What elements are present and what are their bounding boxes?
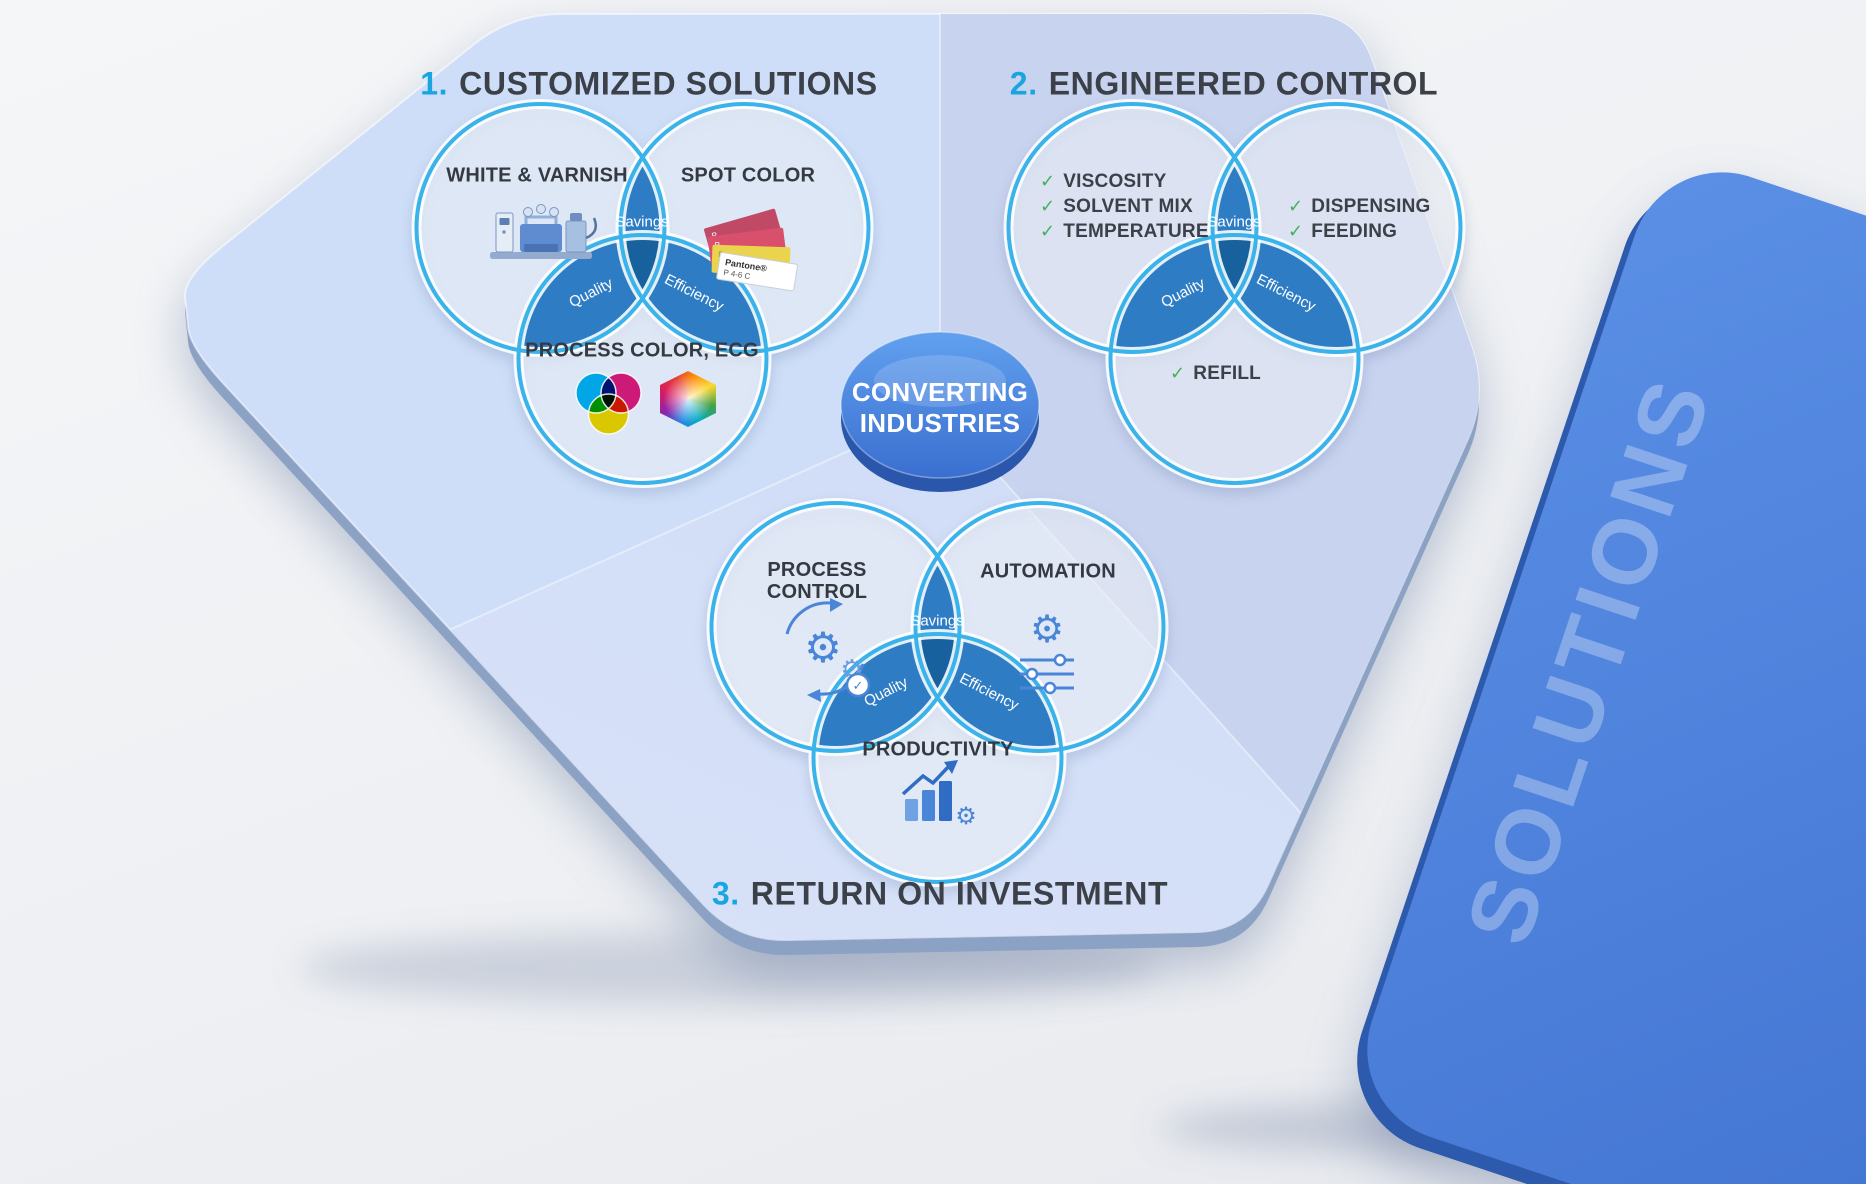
circle-title-automation: AUTOMATION <box>980 560 1116 583</box>
pantone-caption-code: P 4-6 C <box>723 268 751 281</box>
gear-icon: ⚙ <box>1030 607 1064 651</box>
check-item-label: VISCOSITY <box>1063 171 1167 192</box>
section-label: ENGINEERED CONTROL <box>1048 65 1439 102</box>
check-item-label: FEEDING <box>1311 221 1398 242</box>
check-item: ✓ REFILL <box>1170 361 1261 386</box>
section-number: 2. <box>1009 65 1038 102</box>
process-control-gears-icon: ⚙ ⚙ ✓ <box>785 598 871 702</box>
pantone-swatches-icon: P P P Pantone® P 4-6 C <box>704 208 798 292</box>
check-icon: ✓ <box>1040 221 1056 242</box>
cmy-circles-icon <box>575 372 642 435</box>
solutions-board <box>1357 172 1866 1184</box>
check-icon: ✓ <box>1288 221 1304 242</box>
check-item: ✓ VISCOSITY <box>1040 169 1209 194</box>
swatch-letter: P <box>711 230 719 240</box>
refill-checklist: ✓ REFILL <box>1170 361 1261 386</box>
check-item-label: DISPENSING <box>1311 196 1431 217</box>
section-title-customized-solutions: 1. CUSTOMIZED SOLUTIONS <box>420 66 877 103</box>
circle-title-process-control: PROCESS CONTROL <box>766 559 868 603</box>
lens-efficiency <box>1212 235 1359 352</box>
check-item-label: SOLVENT MIX <box>1063 196 1193 217</box>
check-item: ✓ DISPENSING <box>1288 194 1431 219</box>
lens-efficiency <box>915 634 1062 751</box>
circle-title-productivity: PRODUCTIVITY <box>862 738 1014 761</box>
color-hexagon-icon <box>660 371 716 427</box>
circle-title-white-varnish: WHITE & VARNISH <box>446 164 628 187</box>
circle-title-process-color-ecg: PROCESS COLOR, ECG <box>525 339 759 362</box>
check-icon: ✓ <box>1040 171 1056 192</box>
badge-line-2: INDUSTRIES <box>859 408 1021 438</box>
badge-gloss <box>874 355 1006 407</box>
gear-icon: ⚙ <box>804 623 842 672</box>
section-title-engineered-control: 2. ENGINEERED CONTROL <box>1010 66 1438 103</box>
badge-line-1: CONVERTING <box>851 377 1029 407</box>
solutions-board-face <box>1367 172 1866 1184</box>
converting-industries-badge <box>840 331 1040 492</box>
productivity-chart-gear-icon: ⚙ <box>901 760 977 830</box>
check-item-label: REFILL <box>1193 363 1261 384</box>
section-label: RETURN ON INVESTMENT <box>750 875 1169 912</box>
section-label: CUSTOMIZED SOLUTIONS <box>459 65 878 102</box>
lens-efficiency <box>620 235 767 352</box>
venn-return-on-investment <box>706 498 1169 887</box>
check-icon: ✓ <box>1040 196 1056 217</box>
lens-quality <box>813 634 960 751</box>
check-item-label: TEMPERATURE <box>1063 221 1209 242</box>
circle-title-spot-color: SPOT COLOR <box>680 164 816 187</box>
venn-engineered-control <box>1003 99 1466 488</box>
dispensing-checklist: ✓ DISPENSING ✓ FEEDING <box>1288 194 1431 244</box>
check-item: ✓ TEMPERATURE <box>1040 219 1209 244</box>
check-icon: ✓ <box>853 679 864 694</box>
check-icon: ✓ <box>1288 196 1304 217</box>
lens-quality <box>518 235 665 352</box>
check-item: ✓ SOLVENT MIX <box>1040 194 1209 219</box>
converting-industries-label: CONVERTING INDUSTRIES <box>852 377 1028 439</box>
gear-icon: ⚙ <box>955 802 977 830</box>
overlap-label-savings: Savings <box>615 213 669 231</box>
section-title-return-on-investment: 3. RETURN ON INVESTMENT <box>712 876 1168 913</box>
viscosity-checklist: ✓ VISCOSITY ✓ SOLVENT MIX ✓ TEMPERATURE <box>1040 169 1209 244</box>
overlap-label-savings: Savings <box>1207 213 1261 231</box>
dispenser-machine-icon <box>490 204 597 259</box>
lens-quality <box>1110 235 1257 352</box>
check-item: ✓ FEEDING <box>1288 219 1431 244</box>
check-icon: ✓ <box>1170 363 1186 384</box>
section-number: 1. <box>420 65 449 102</box>
section-number: 3. <box>711 875 740 912</box>
automation-gear-sliders-icon: ⚙ <box>1020 607 1074 695</box>
badge-face <box>840 331 1040 479</box>
overlap-label-savings: Savings <box>910 612 964 630</box>
